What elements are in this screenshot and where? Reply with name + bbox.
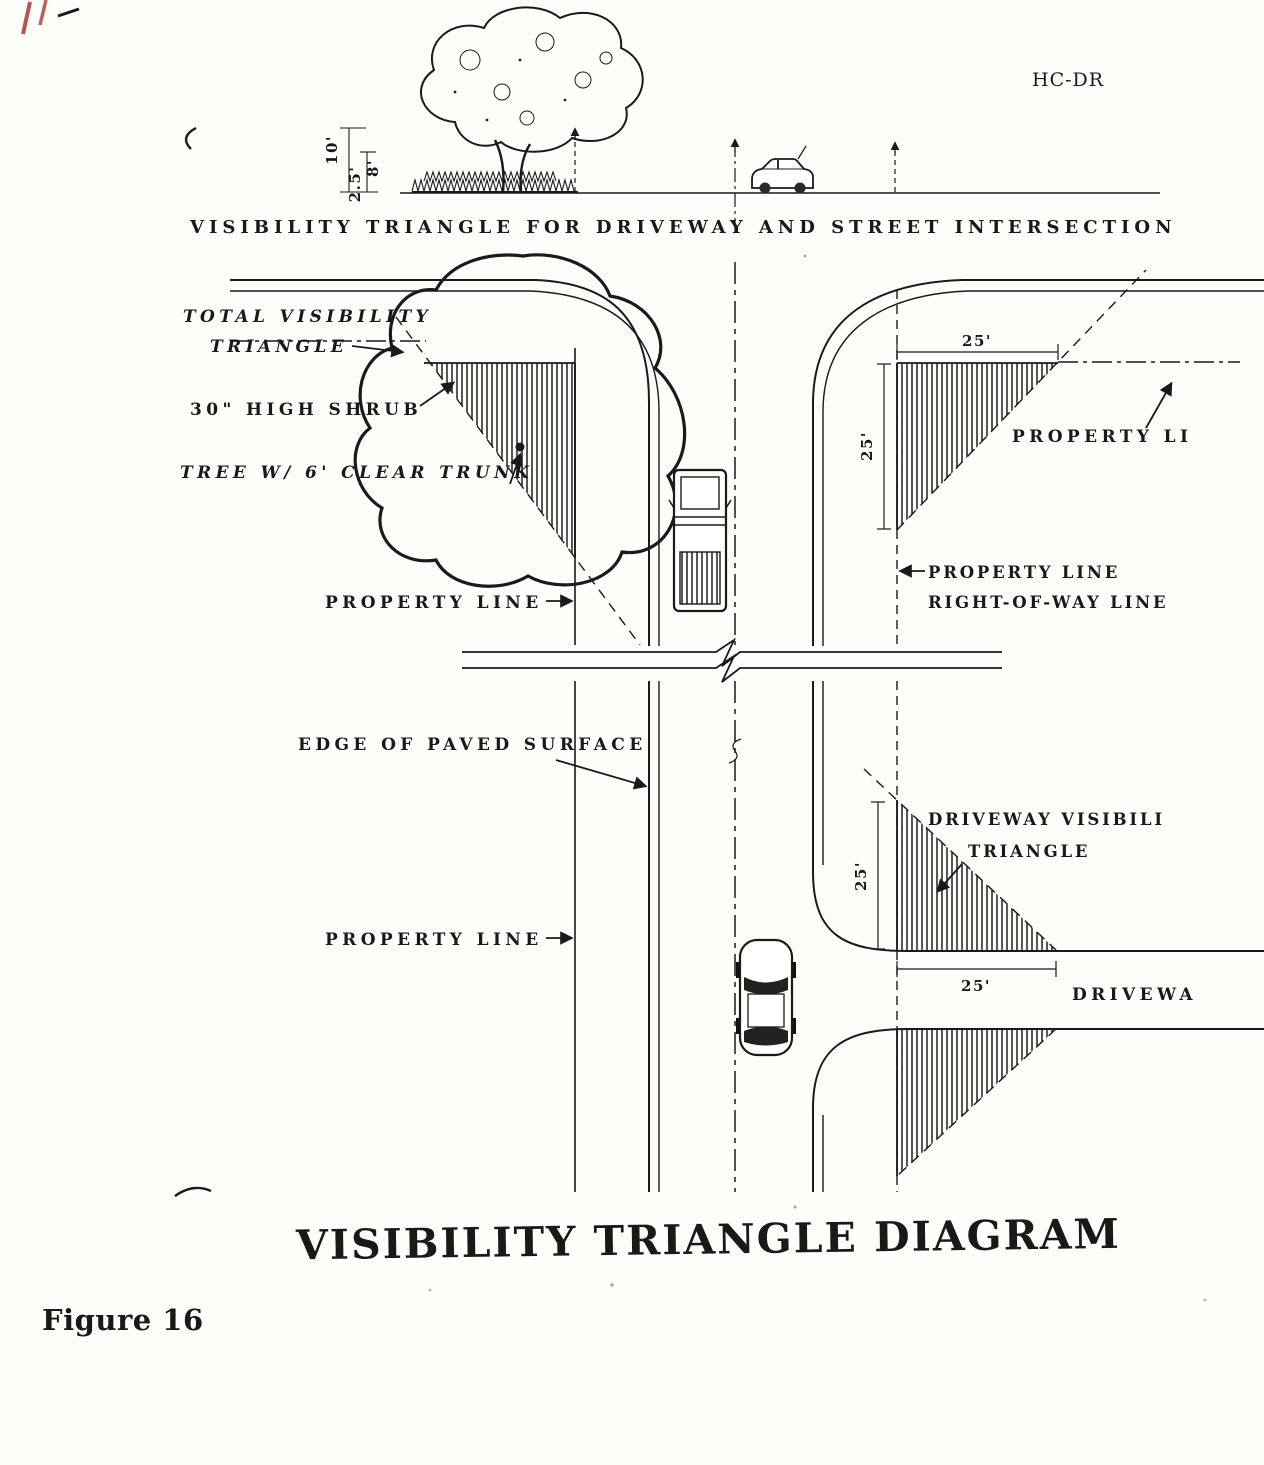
alignment-lines bbox=[570, 127, 900, 232]
dim-driveway-triangle-side: 25' bbox=[852, 861, 870, 891]
title-block: VISIBILITY TRIANGLE DIAGRAM Figure 16 bbox=[42, 1210, 1121, 1337]
street-centerline bbox=[728, 262, 742, 1192]
label-tree: TREE W/ 6' CLEAR TRUNK bbox=[180, 463, 533, 483]
elevation-dimension-lines bbox=[340, 127, 378, 193]
hedge-elevation-icon bbox=[411, 170, 578, 194]
label-row-line-2: RIGHT-OF-WAY LINE bbox=[928, 593, 1168, 612]
leader-arrows bbox=[351, 344, 1173, 945]
dim-shrub-height: 2.5' bbox=[346, 166, 364, 203]
label-total-visibility-1: TOTAL VISIBILITY bbox=[183, 307, 432, 327]
label-driveway-triangle-2: TRIANGLE bbox=[968, 842, 1090, 861]
doc-code: HC-DR bbox=[1032, 69, 1104, 91]
plan-view: 25' 25' 25' 25' TOTAL VISIBILITY TRIANGL… bbox=[180, 253, 1264, 1192]
label-driveway-cut: DRIVEWA bbox=[1072, 985, 1197, 1005]
truck-top-view-icon bbox=[668, 468, 732, 613]
dim-street-triangle-top: 25' bbox=[962, 332, 992, 350]
elevation-caption: VISIBILITY TRIANGLE FOR DRIVEWAY AND STR… bbox=[189, 217, 1177, 238]
scan-artifacts bbox=[21, 0, 1207, 1302]
car-elevation-icon bbox=[751, 145, 814, 194]
tree-elevation-icon bbox=[420, 6, 644, 193]
label-driveway-triangle-1: DRIVEWAY VISIBILI bbox=[928, 810, 1165, 829]
dim-driveway-triangle-bottom: 25' bbox=[961, 977, 991, 995]
dim-tree-height: 10' bbox=[323, 135, 341, 165]
visibility-triangles bbox=[395, 269, 1147, 1177]
dim-clear-trunk: 8' bbox=[364, 159, 382, 177]
break-symbol bbox=[462, 637, 1002, 683]
tree-trunk-dot bbox=[515, 442, 525, 452]
label-property-line-upper: PROPERTY LINE bbox=[325, 593, 543, 613]
figure-label: Figure 16 bbox=[42, 1303, 204, 1337]
label-property-line-cut: PROPERTY LI bbox=[1012, 427, 1192, 447]
dim-street-triangle-side: 25' bbox=[858, 431, 876, 461]
label-shrub: 30" HIGH SHRUB bbox=[190, 400, 422, 420]
elevation-view: 10' 2.5' 8' bbox=[323, 6, 1160, 232]
label-total-visibility-2: TRIANGLE bbox=[210, 337, 348, 357]
tree-canopy-plan-icon bbox=[353, 253, 687, 588]
diagram-title: VISIBILITY TRIANGLE DIAGRAM bbox=[295, 1210, 1122, 1270]
plan-dimensions bbox=[871, 344, 1059, 977]
label-row-line-1: PROPERTY LINE bbox=[928, 563, 1120, 582]
car-top-view-icon bbox=[736, 938, 796, 1057]
label-edge-of-paved: EDGE OF PAVED SURFACE bbox=[298, 735, 647, 755]
label-property-line-lower: PROPERTY LINE bbox=[325, 930, 543, 950]
